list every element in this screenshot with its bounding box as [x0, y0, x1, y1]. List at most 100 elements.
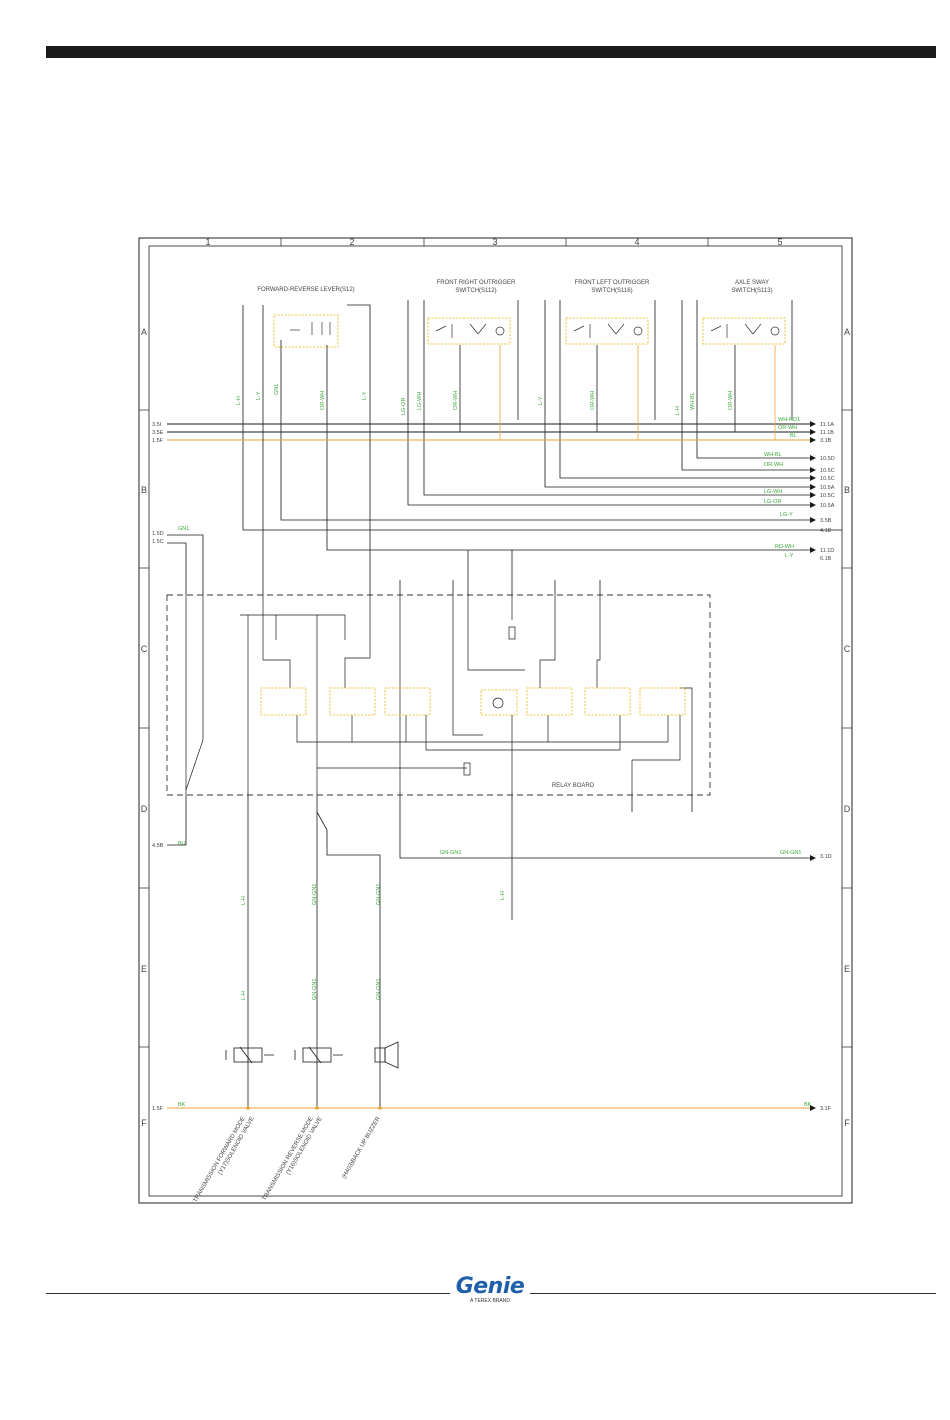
schematic-outer-frame — [138, 237, 853, 1204]
logo-tagline: A TEREX BRAND — [470, 1298, 510, 1304]
s113-box — [702, 317, 786, 345]
vwire-label-2: L-Y — [256, 391, 262, 400]
left-ref-5: 1.5C — [152, 539, 164, 545]
relay-board-label: RELAY BOARD — [552, 783, 595, 789]
bus-drops — [499, 345, 776, 440]
fuse-1 — [508, 626, 516, 640]
wire-label-gn-gn-1: GN-GN1 — [440, 850, 461, 856]
right-arrows — [810, 421, 816, 1111]
right-ref-15: 3.1F — [820, 1106, 832, 1112]
switch-internals — [290, 322, 780, 338]
output-labels: TRANSMISSION FORWARD MODE (Y17)SOLENOID … — [193, 1115, 382, 1203]
ground-nodes — [246, 1106, 382, 1110]
row-label-c-left: C — [141, 644, 148, 654]
relay-boxes — [260, 687, 686, 716]
relay-box-5 — [526, 687, 573, 716]
vwire-label-1: L-H — [236, 396, 242, 405]
relay-board-box — [166, 594, 711, 796]
row-label-b-right: B — [844, 485, 850, 495]
right-ref-11: 4.1B — [820, 528, 832, 534]
bus-lines — [167, 423, 810, 1109]
switch-boxes — [273, 314, 786, 348]
right-ref-5: 10.5C — [820, 468, 835, 474]
right-ref-3: 3.1B — [820, 438, 832, 444]
right-ref-4: 10.5D — [820, 456, 835, 462]
y16-valve-body — [302, 1047, 332, 1063]
s116-box — [565, 317, 649, 345]
wire-label-lg-wh: LG-WH — [764, 489, 782, 495]
output-devices — [225, 1041, 399, 1069]
row-label-e-left: E — [141, 964, 147, 974]
col-label-3: 3 — [492, 237, 497, 247]
vwire-label-5: L-Y — [362, 391, 368, 400]
row-label-e-right: E — [844, 964, 850, 974]
vwire-label-6: LG-OR — [401, 398, 407, 415]
s112-title-line2: SWITCH(S112) — [455, 288, 496, 294]
wire-label-gn-gn-2: GN-GN1 — [780, 850, 801, 856]
row-label-f-left: F — [141, 1118, 147, 1128]
column-labels: 1 2 3 4 5 — [205, 237, 782, 247]
row-label-c-right: C — [844, 644, 851, 654]
s116-title-line1: FRONT LEFT OUTRIGGER — [575, 280, 650, 286]
right-ref-8: 10.5C — [820, 493, 835, 499]
row-label-a-left: A — [141, 327, 147, 337]
vwire-label-15: GN-GN1 — [312, 884, 318, 905]
right-ref-9: 10.5A — [820, 503, 835, 509]
left-refs: 3.5I 3.5E 1.5F 1.5D 1.5C 4.5B 1.5F — [152, 422, 164, 1112]
relay-coil — [492, 697, 504, 709]
row-dividers — [139, 409, 852, 1048]
y17-valve-body — [233, 1047, 263, 1063]
right-refs: 11.1A 11.1B 3.1B 10.5D 10.5C 10.5C 10.5A… — [820, 422, 835, 1112]
vwire-label-7: LG-WH — [417, 392, 423, 410]
vwire-label-9: L-Y — [538, 396, 544, 405]
wire-labels: WH-RD1 OR-WH BL WH-BL OR-WH LG-WH LG-OR … — [178, 417, 812, 1108]
s12-title: FORWARD-REVERSE LEVER(S12) — [257, 287, 354, 293]
wire-label-lg-y: LG-Y — [780, 512, 793, 518]
relay-box-7 — [639, 687, 686, 716]
vwire-label-4: OR-WH — [320, 391, 326, 410]
header-bar — [46, 46, 936, 58]
left-ref-2: 3.5E — [152, 430, 164, 436]
wire-label-bl: BL — [790, 433, 797, 439]
footer-rule-left — [46, 1293, 450, 1294]
col-label-4: 4 — [634, 237, 639, 247]
row-label-d-left: D — [141, 804, 148, 814]
y17-label-line1: TRANSMISSION FORWARD MODE — [193, 1116, 247, 1204]
col-label-2: 2 — [349, 237, 354, 247]
s112-title-line1: FRONT RIGHT OUTRIGGER — [437, 280, 516, 286]
right-ref-13: 6.1B — [820, 556, 832, 562]
wire-label-or-wh-2: OR-WH — [764, 462, 783, 468]
s12-box — [273, 314, 339, 348]
vwire-label-10: OR-WH — [590, 391, 596, 410]
vwire-label-14: L-H — [241, 896, 247, 905]
footer-rule-right — [530, 1293, 936, 1294]
row-label-a-right: A — [844, 327, 850, 337]
wire-label-bu: BU — [178, 841, 186, 847]
s113-title-line1: AXLE SWAY — [735, 280, 769, 286]
s113-title-line2: SWITCH(S113) — [731, 288, 772, 294]
fuses — [463, 626, 516, 776]
left-ref-1: 3.5I — [152, 422, 162, 428]
row-label-f-right: F — [844, 1118, 850, 1128]
wire-label-l-y: L-Y — [785, 553, 794, 559]
vwire-label-11: L-H — [675, 406, 681, 415]
wire-label-wh-bl: WH-BL — [764, 452, 782, 458]
vwire-label-17: L-H — [500, 891, 506, 900]
right-ref-10: 3.5B — [820, 518, 832, 524]
right-ref-1: 11.1A — [820, 422, 834, 428]
relay-box-3 — [384, 687, 431, 716]
vwire-label-20: GN-GN1 — [376, 979, 382, 1000]
column-dividers — [280, 238, 709, 246]
vwire-label-13: OR-WH — [728, 391, 734, 410]
col-label-1: 1 — [205, 237, 210, 247]
right-ref-12: 11.1D — [820, 548, 834, 554]
logo-wordmark: Genie — [455, 1274, 525, 1299]
left-ref-3: 1.5F — [152, 438, 164, 444]
left-ref-6: 4.5B — [152, 843, 164, 849]
relay-box-2 — [329, 687, 376, 716]
vertical-wire-labels: L-H L-Y GN1 OR-WH L-Y LG-OR LG-WH OR-WH … — [236, 384, 734, 1000]
schematic-inner-frame — [148, 245, 843, 1197]
vwire-label-19: GN-GN1 — [312, 979, 318, 1000]
left-ref-7: 1.5F — [152, 1106, 164, 1112]
